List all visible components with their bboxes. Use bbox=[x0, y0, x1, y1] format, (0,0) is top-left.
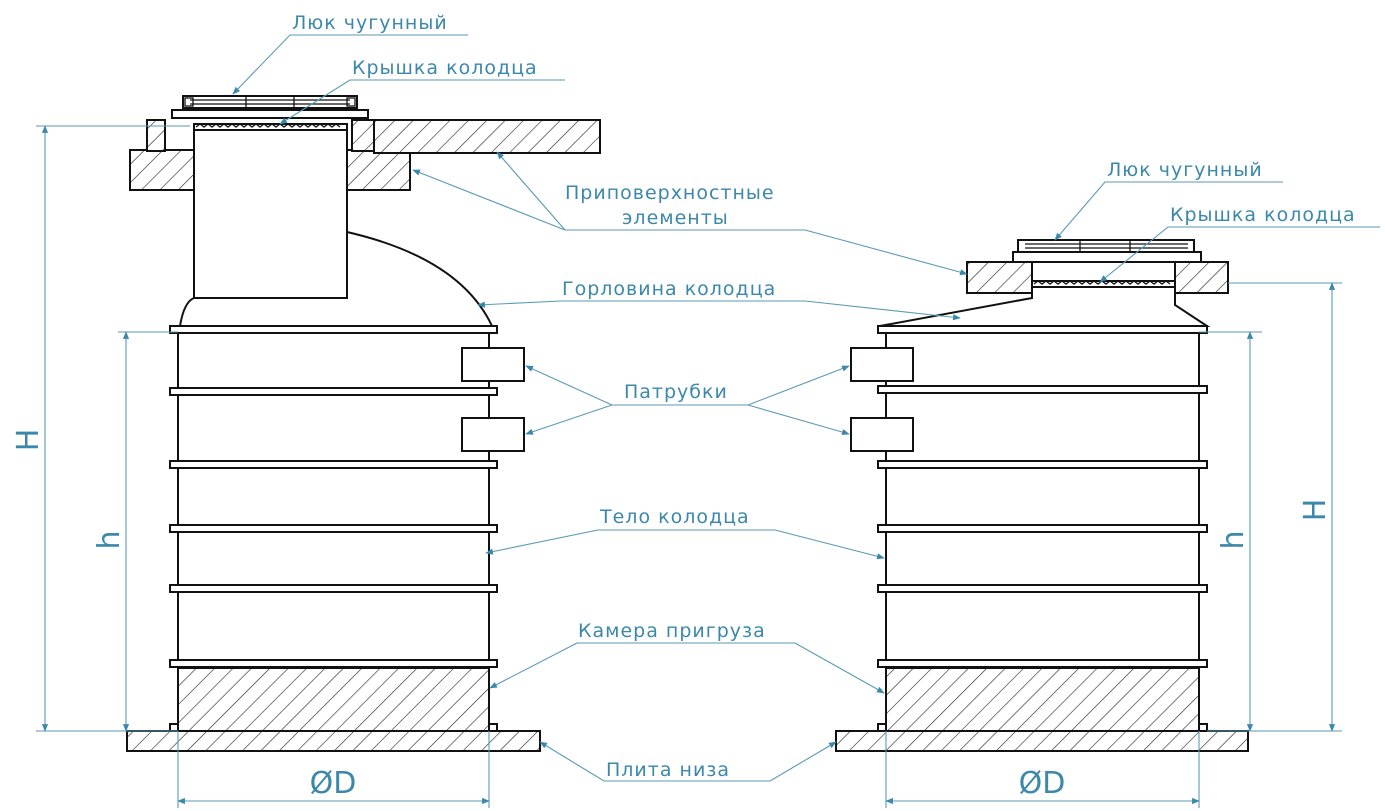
left-cast-iron-hatch bbox=[171, 95, 369, 119]
left-road-slab bbox=[373, 119, 601, 154]
dimension-lines bbox=[36, 125, 1342, 808]
right-cast-iron-hatch bbox=[1012, 239, 1202, 263]
dimension-labels: H h ØD h H ØD bbox=[11, 429, 1333, 801]
right-well-body bbox=[885, 331, 1200, 669]
left-ribs bbox=[169, 325, 498, 668]
right-ribs bbox=[877, 325, 1208, 668]
label-base: Плита низа bbox=[606, 759, 730, 781]
right-ballast-chamber bbox=[885, 667, 1200, 732]
left-surface-ring-right bbox=[346, 149, 411, 191]
left-well-cover bbox=[193, 123, 348, 131]
dim-D-left: ØD bbox=[310, 766, 357, 801]
dim-H-left: H bbox=[11, 429, 46, 452]
dim-H-right: H bbox=[1298, 499, 1333, 522]
right-base-plate bbox=[835, 730, 1249, 752]
left-base-plate bbox=[126, 730, 541, 752]
left-pipe-upper bbox=[461, 347, 525, 382]
left-ballast-chamber bbox=[177, 667, 490, 732]
left-neck-tube bbox=[193, 127, 348, 299]
right-surface-ring-right bbox=[1174, 261, 1229, 294]
right-well-neck bbox=[879, 284, 1211, 327]
left-pipe-lower bbox=[461, 417, 525, 452]
label-neck: Горловина колодца bbox=[562, 278, 776, 300]
dim-D-right: ØD bbox=[1019, 766, 1066, 801]
label-cover-left: Крышка колодца bbox=[352, 57, 538, 79]
right-surface-ring-left bbox=[966, 261, 1033, 294]
label-surface-elements-2: элементы bbox=[622, 207, 729, 229]
right-well bbox=[835, 239, 1249, 752]
label-cover-right: Крышка колодца bbox=[1170, 204, 1356, 226]
right-pipe-lower bbox=[850, 417, 914, 452]
label-body: Тело колодца bbox=[599, 506, 750, 528]
left-surface-ring-left bbox=[129, 149, 195, 191]
dim-h-left: h bbox=[92, 530, 127, 549]
label-surface-elements-1: Приповерхностные bbox=[565, 182, 775, 204]
label-ballast: Камера пригруза bbox=[578, 620, 766, 642]
leader-lines bbox=[232, 34, 1380, 782]
dim-h-right: h bbox=[1216, 530, 1251, 549]
label-pipes: Патрубки bbox=[624, 381, 728, 403]
right-pipe-upper bbox=[850, 347, 914, 382]
left-well bbox=[126, 95, 601, 752]
label-hatch-right: Люк чугунный bbox=[1107, 159, 1263, 181]
left-well-body bbox=[177, 331, 490, 669]
label-hatch-left: Люк чугунный bbox=[292, 12, 448, 34]
annotation-labels: Люк чугунный Крышка колодца Приповерхнос… bbox=[292, 12, 1356, 781]
